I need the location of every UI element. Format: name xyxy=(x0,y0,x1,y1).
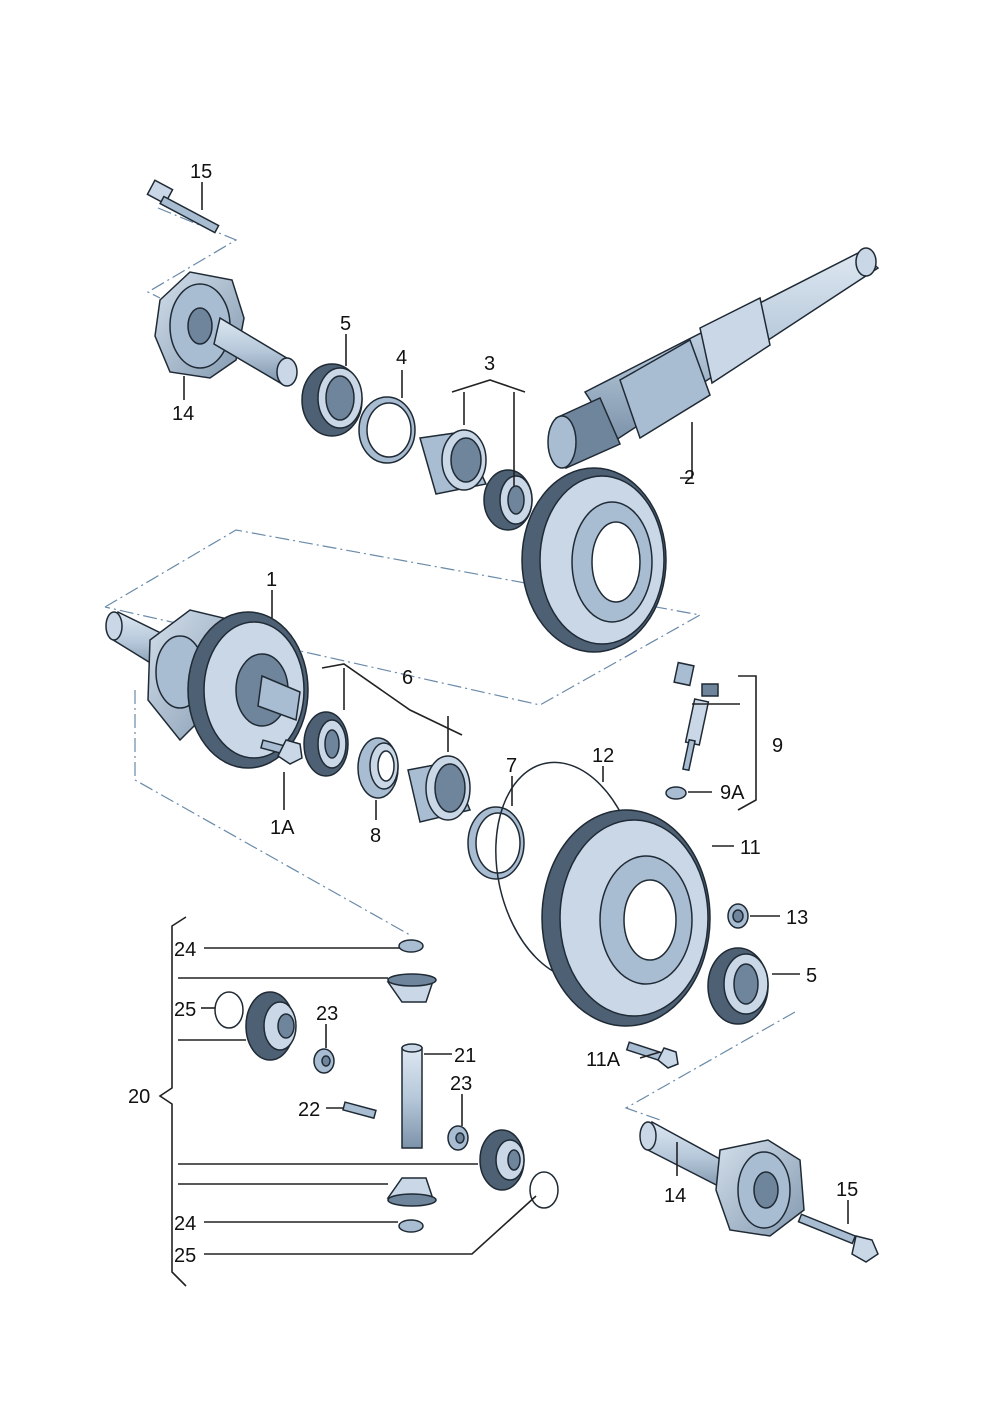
label-2: 2 xyxy=(684,467,695,489)
bolt-15-top xyxy=(146,179,220,234)
label-1: 1 xyxy=(266,569,277,591)
label-9A: 9A xyxy=(720,782,745,804)
bearing-race-3 xyxy=(419,429,488,495)
bearing-race-6 xyxy=(407,755,472,823)
label-25-top: 25 xyxy=(174,999,196,1021)
label-9: 9 xyxy=(772,735,783,757)
label-24-top: 24 xyxy=(174,939,196,961)
label-8: 8 xyxy=(370,825,381,847)
washer-24-bottom xyxy=(398,1219,424,1233)
label-3: 3 xyxy=(484,353,495,375)
seal-5-bottom xyxy=(707,947,769,1025)
label-20: 20 xyxy=(128,1086,150,1108)
label-23-top: 23 xyxy=(316,1003,338,1025)
label-11: 11 xyxy=(740,837,761,859)
roller-bearing-6 xyxy=(303,711,349,777)
bolt-1A xyxy=(260,739,303,765)
washer-24-top xyxy=(398,939,424,953)
label-25-bottom: 25 xyxy=(174,1245,196,1267)
cover-11 xyxy=(541,809,711,1027)
label-14-top: 14 xyxy=(172,403,194,425)
sensor-9 xyxy=(673,661,719,772)
plug-13 xyxy=(727,903,749,929)
label-7: 7 xyxy=(506,755,517,777)
pin-22 xyxy=(342,1101,377,1120)
seal-5-top xyxy=(301,363,363,437)
pin-21 xyxy=(401,1043,423,1149)
label-23-bottom: 23 xyxy=(450,1073,472,1095)
assembly-lines xyxy=(104,207,796,1121)
ring-gear xyxy=(521,467,667,653)
bushing-23-top xyxy=(313,1048,335,1074)
bolt-15-bottom xyxy=(797,1213,879,1263)
label-11A: 11A xyxy=(586,1049,621,1071)
bushing-23-bottom xyxy=(447,1125,469,1151)
shim-4 xyxy=(358,396,416,464)
bearing-race-8 xyxy=(357,737,399,799)
label-5-top: 5 xyxy=(340,313,351,335)
pinion-shaft-2 xyxy=(547,247,880,470)
flange-shaft-14-bottom xyxy=(639,1120,805,1237)
label-6: 6 xyxy=(402,667,413,689)
thrust-washer-25-bottom xyxy=(529,1171,559,1209)
diff-housing-1 xyxy=(105,609,309,769)
label-12: 12 xyxy=(592,745,614,767)
thrust-washer-25-top xyxy=(214,991,244,1029)
flange-shaft-14-top xyxy=(154,271,298,387)
label-1A: 1A xyxy=(270,817,295,839)
label-15-top: 15 xyxy=(190,161,212,183)
label-14-bottom: 14 xyxy=(664,1185,686,1207)
side-gear-bottom xyxy=(386,1177,437,1207)
label-15-bottom: 15 xyxy=(836,1179,858,1201)
label-13: 13 xyxy=(786,907,808,929)
roller-bearing-3 xyxy=(483,469,533,531)
label-4: 4 xyxy=(396,347,407,369)
label-5-bottom: 5 xyxy=(806,965,817,987)
planet-gear-left xyxy=(245,991,297,1061)
label-24-bottom: 24 xyxy=(174,1213,196,1235)
label-21: 21 xyxy=(454,1045,476,1067)
side-gear-top xyxy=(386,973,437,1003)
label-22: 22 xyxy=(298,1099,320,1121)
part-labels: 15 14 5 4 3 2 1 6 1A 8 7 12 9 9A 11 13 5… xyxy=(128,161,858,1267)
leader-lines xyxy=(158,182,849,1287)
washer-9A xyxy=(665,786,687,800)
planet-gear-right xyxy=(479,1129,525,1191)
